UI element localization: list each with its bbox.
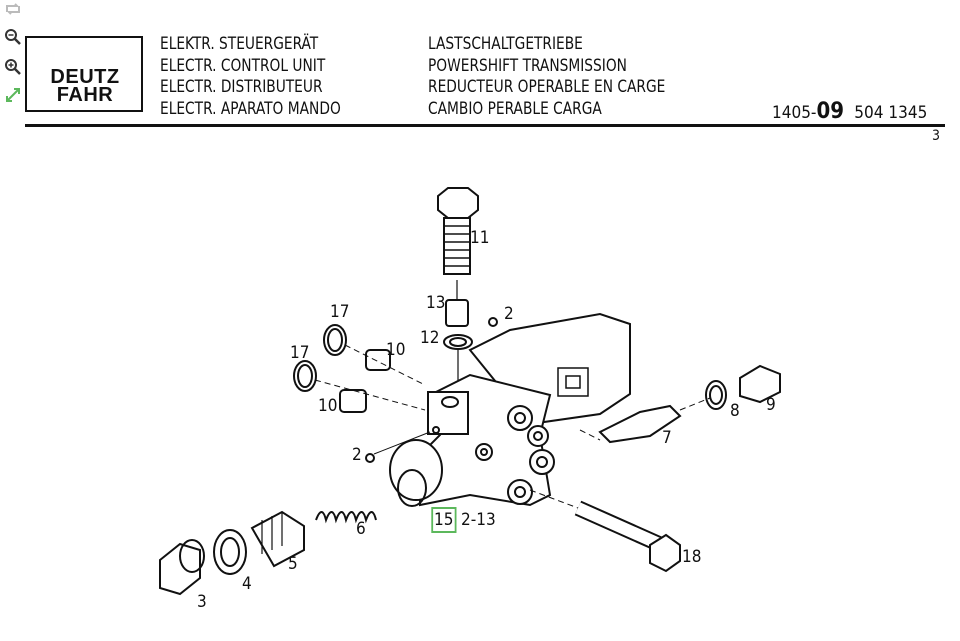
callout-10[interactable]: 10 <box>386 340 406 360</box>
callout-2-13[interactable]: 2-13 <box>461 510 496 530</box>
group-prefix: 1405- <box>772 103 817 123</box>
callout-2[interactable]: 2 <box>352 445 362 465</box>
fit-screen-icon[interactable] <box>4 86 22 104</box>
callout-6[interactable]: 6 <box>356 519 366 539</box>
callout-17[interactable]: 17 <box>290 343 310 363</box>
part-bolt-11 <box>437 187 479 300</box>
component-name-es: ELECTR. APARATO MANDO <box>160 98 341 119</box>
assembly-names: LASTSCHALTGETRIEBE POWERSHIFT TRANSMISSI… <box>428 34 665 120</box>
callout-4[interactable]: 4 <box>242 574 252 594</box>
callout-15-selected[interactable]: 15 <box>431 507 457 533</box>
callout-17[interactable]: 17 <box>330 302 350 322</box>
callout-11[interactable]: 11 <box>470 228 490 248</box>
valve-body <box>389 312 631 507</box>
callout-10[interactable]: 10 <box>318 396 338 416</box>
component-names: ELEKTR. STEUERGERÄT ELECTR. CONTROL UNIT… <box>160 34 341 120</box>
callout-3[interactable]: 3 <box>197 592 207 612</box>
callout-7[interactable]: 7 <box>662 428 672 448</box>
logo-text: DEUTZ FAHR <box>50 66 120 106</box>
group-main: 09 <box>816 99 845 124</box>
rotate-icon[interactable] <box>4 2 22 20</box>
assembly-name-es: CAMBIO PERABLE CARGA <box>428 98 602 119</box>
callout-9[interactable]: 9 <box>766 395 776 415</box>
assembly-name-en: POWERSHIFT TRANSMISSION <box>428 55 627 76</box>
callout-2[interactable]: 2 <box>504 304 514 324</box>
brand-logo: DEUTZ FAHR <box>25 36 143 112</box>
group-code: 1405-09 504 1345 <box>772 99 927 124</box>
component-name-de: ELEKTR. STEUERGERÄT <box>160 34 319 54</box>
component-name-en: ELECTR. CONTROL UNIT <box>160 55 326 76</box>
zoom-in-icon[interactable] <box>4 58 22 76</box>
part-number: 504 1345 <box>854 103 928 123</box>
assembly-name-fr: REDUCTEUR OPERABLE EN CARGE <box>428 77 666 97</box>
callout-13[interactable]: 13 <box>426 293 446 313</box>
page-number: 3 <box>932 128 941 144</box>
callout-18[interactable]: 18 <box>682 547 702 567</box>
assembly-name-de: LASTSCHALTGETRIEBE <box>428 34 583 54</box>
callout-12[interactable]: 12 <box>420 328 440 348</box>
zoom-out-icon[interactable] <box>4 28 22 46</box>
component-name-fr: ELECTR. DISTRIBUTEUR <box>160 77 323 97</box>
callout-8[interactable]: 8 <box>730 401 740 421</box>
header-rule <box>25 124 945 127</box>
callout-5[interactable]: 5 <box>288 554 298 574</box>
